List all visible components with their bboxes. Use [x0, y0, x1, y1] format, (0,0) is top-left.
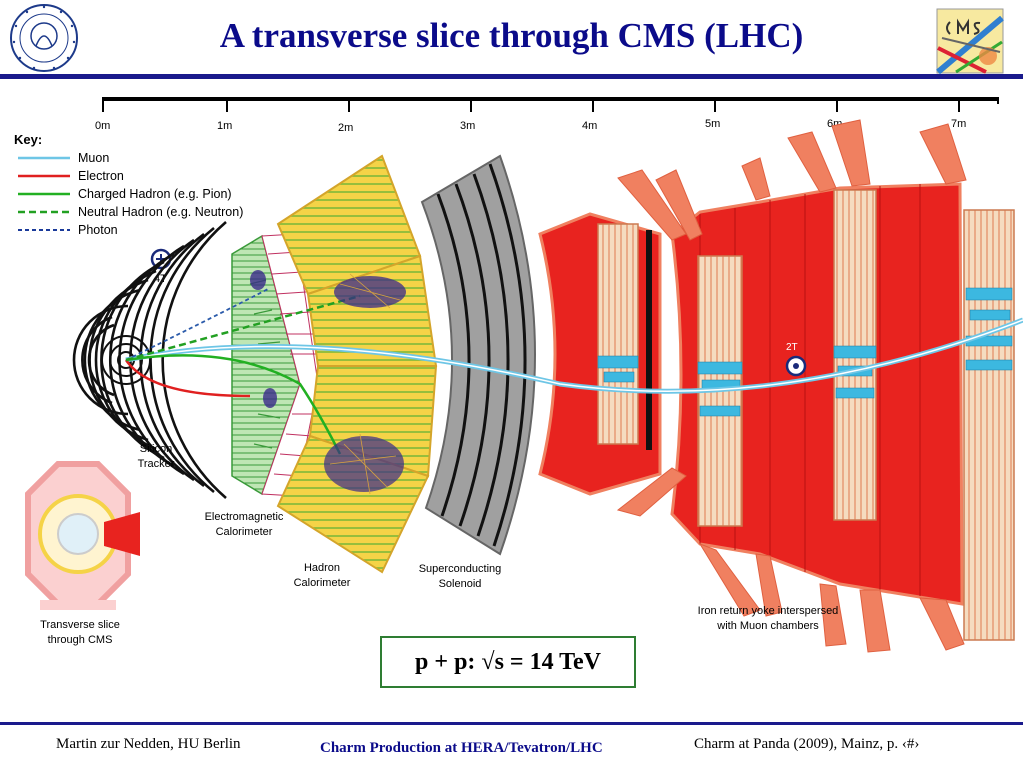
label-hcal-line1: Hadron [304, 562, 340, 574]
label-solenoid-line1: Superconducting [419, 563, 502, 575]
key-label-electron: Electron [78, 169, 124, 183]
scale-tick-2m: 2m [338, 122, 353, 134]
collision-energy-box: p + p: √s = 14 TeV [380, 636, 636, 688]
svg-text:2T: 2T [786, 342, 798, 353]
key-label-muon: Muon [78, 151, 109, 165]
scale-tick-5m: 5m [705, 118, 720, 130]
particle-tracks [124, 287, 1023, 455]
label-yoke-line2: with Muon chambers [716, 620, 819, 632]
footer-talk-title: Charm Production at HERA/Tevatron/LHC [320, 740, 603, 756]
label-thumbnail-line2: through CMS [48, 634, 113, 646]
scale-tick-3m: 3m [460, 120, 475, 132]
cms-overview-thumbnail [25, 461, 140, 610]
energy-deposits [250, 270, 406, 495]
label-silicon-tracker-line1: Silicon [140, 443, 172, 455]
label-thumbnail-line1: Transverse slice [40, 619, 120, 631]
slide-title: A transverse slice through CMS (LHC) [219, 16, 804, 55]
label-yoke-line1: Iron return yoke interspersed [698, 605, 839, 617]
label-ecal-line1: Electromagnetic [205, 511, 284, 523]
label-solenoid-line2: Solenoid [439, 578, 482, 590]
cms-logo-letters [946, 18, 981, 35]
key-label-charged-hadron: Charged Hadron (e.g. Pion) [78, 187, 232, 201]
label-silicon-tracker-line2: Tracker [138, 458, 175, 470]
charged-hadron-track [125, 354, 342, 455]
scale-tick-1m: 1m [217, 120, 232, 132]
label-ecal-line2: Calorimeter [216, 526, 273, 538]
silicon-tracker [72, 221, 227, 499]
muon-chambers [597, 189, 1015, 641]
university-seal-icon [10, 4, 78, 72]
field-marker-2t: 2T [785, 342, 807, 377]
superconducting-solenoid [420, 154, 536, 556]
footer-rule [0, 722, 1023, 725]
distance-scale: 0m 1m 2m 3m 4m 5m 6m 7m [95, 97, 999, 134]
particle-key: Key: Muon Electron Charged Hadron (e.g. … [14, 132, 243, 237]
electron-track [124, 359, 251, 398]
title-rule [0, 74, 1023, 79]
scale-tick-7m: 7m [951, 118, 966, 130]
key-heading: Key: [14, 132, 42, 147]
footer-event: Charm at Panda (2009), Mainz, p. ‹#› [694, 736, 920, 752]
scale-tick-4m: 4m [582, 120, 597, 132]
scale-tick-0m: 0m [95, 120, 110, 132]
cms-logo-icon [936, 8, 1004, 74]
neutral-hadron-track [125, 294, 361, 362]
label-hcal-line2: Calorimeter [294, 577, 351, 589]
footer-author: Martin zur Nedden, HU Berlin [56, 736, 241, 752]
cms-slice-diagram: 0m 1m 2m 3m 4m 5m 6m 7m Key: Muon Electr… [14, 97, 1023, 653]
key-label-neutral-hadron: Neutral Hadron (e.g. Neutron) [78, 205, 243, 219]
key-label-photon: Photon [78, 223, 118, 237]
photon-track [125, 287, 271, 361]
